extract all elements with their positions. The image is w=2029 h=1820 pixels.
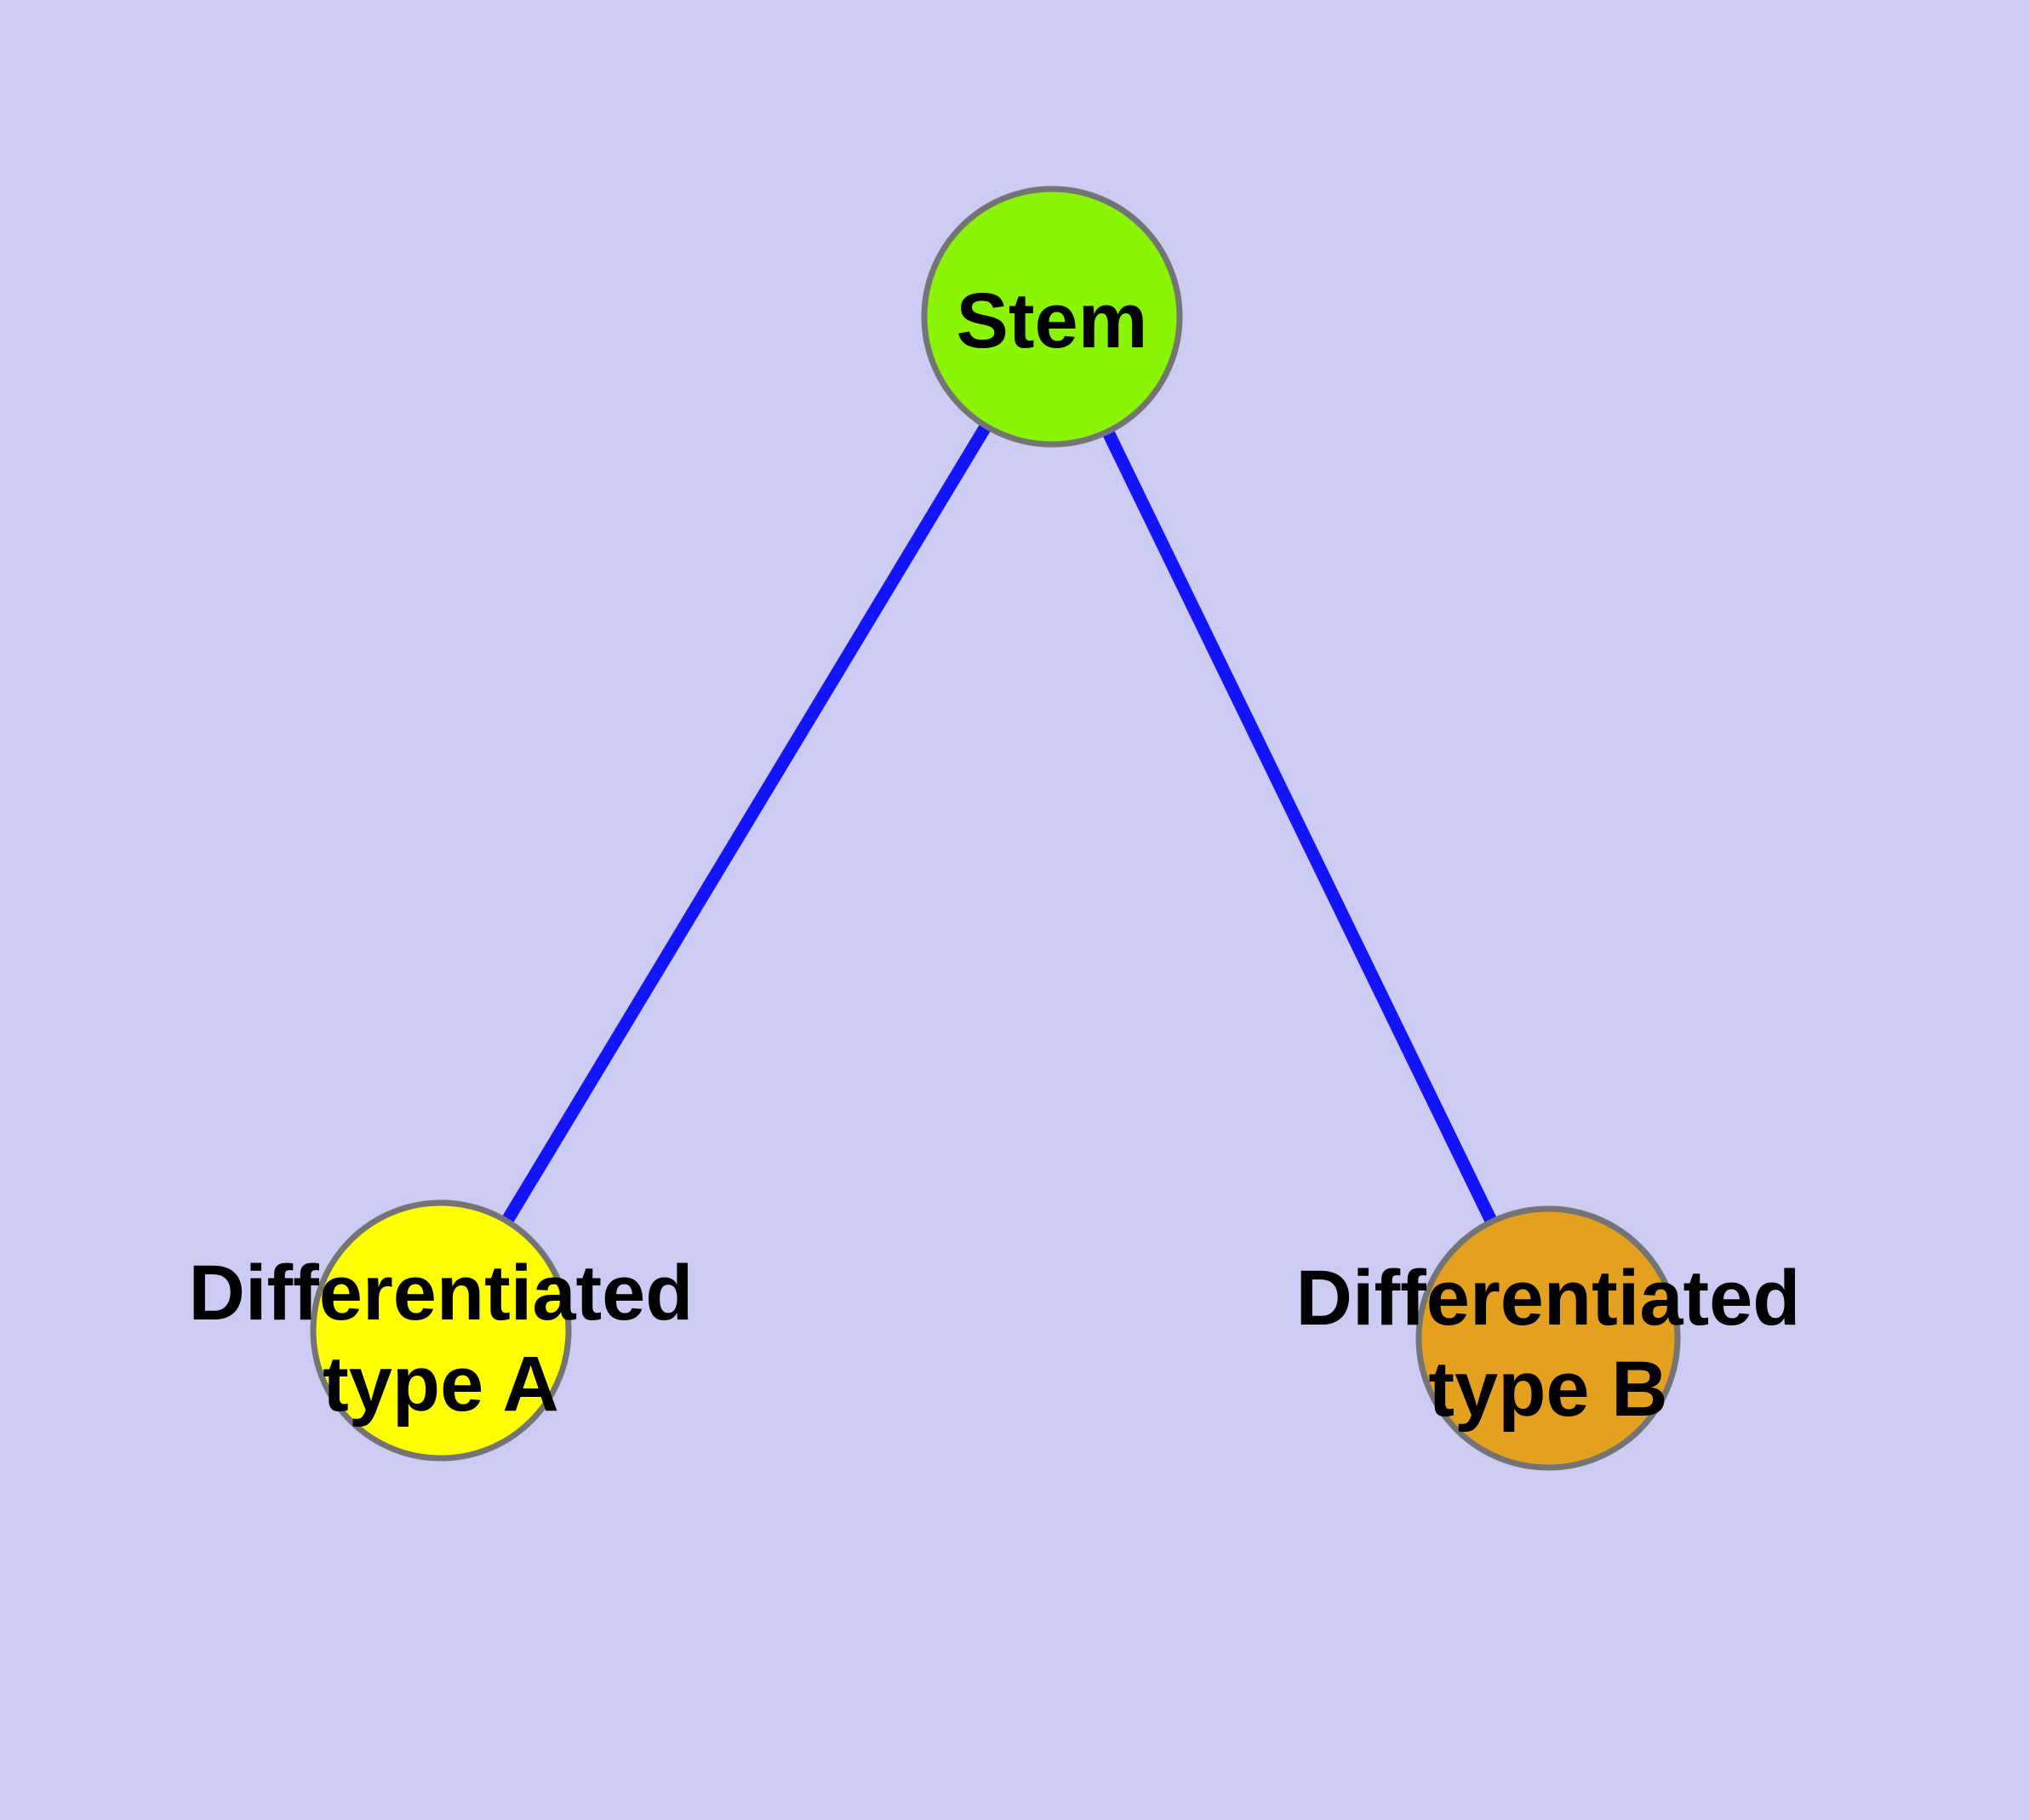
node-differentiated-type-a: Differentiated type A [189,1199,694,1462]
node-differentiated-type-a-circle [310,1199,572,1462]
node-differentiated-type-a-label-line1: Differentiated [189,1250,694,1336]
node-differentiated-type-b-label-line1: Differentiated [1296,1255,1801,1342]
edge-stem-to-type-a [435,313,1058,1334]
node-differentiated-type-b-circle [1415,1205,1681,1471]
node-stem-label: Stem [957,278,1148,364]
node-stem-circle [921,186,1183,448]
node-differentiated-type-b: Differentiated type B [1296,1205,1801,1471]
node-differentiated-type-a-label-line2: type A [323,1341,559,1428]
edge-stem-to-type-b [1046,313,1554,1342]
node-stem: Stem [921,186,1183,448]
node-differentiated-type-b-label-line2: type B [1428,1346,1667,1433]
